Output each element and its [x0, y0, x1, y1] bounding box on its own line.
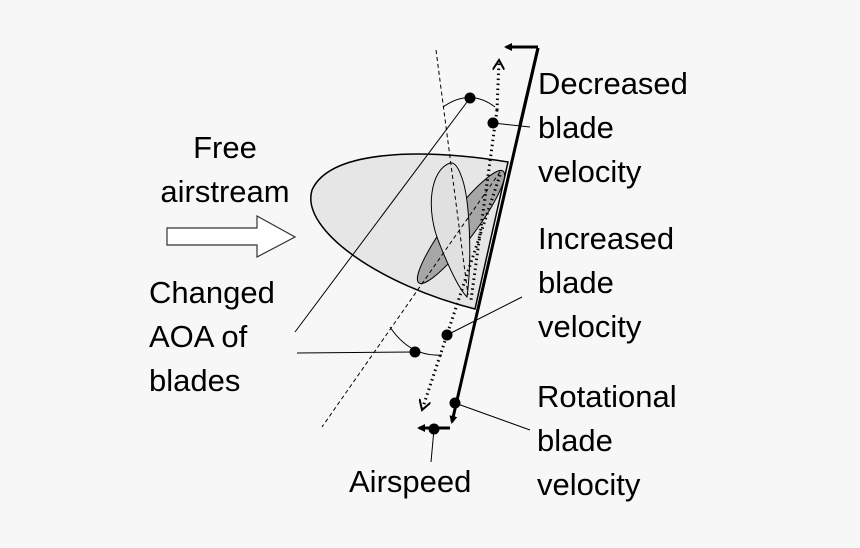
aoa-leader-top — [294, 97, 471, 333]
free-airstream-arrow — [166, 214, 297, 258]
chord-line-light — [435, 49, 469, 296]
blade-light — [430, 162, 471, 299]
label-changed-aoa: Changed AOA of blades — [140, 271, 310, 403]
spinner-shape — [310, 153, 509, 310]
decreased-velocity-line — [469, 109, 499, 301]
chord-line-dark — [321, 171, 501, 428]
label-airspeed: Airspeed — [349, 464, 472, 499]
label-line: blade — [538, 110, 614, 145]
dot-aoa-top — [464, 92, 476, 104]
label-free-airstream: Free airstream — [140, 126, 310, 214]
label-line: blade — [537, 423, 613, 458]
rotational-leader — [454, 402, 531, 431]
rotational-velocity-top — [518, 47, 540, 126]
label-line: velocity — [538, 154, 642, 189]
label-line: AOA of — [149, 319, 248, 354]
dot-decreased — [487, 117, 499, 129]
label-line: Decreased — [538, 66, 688, 101]
decreased-leader — [492, 122, 531, 128]
label-decreased-velocity: Decreased blade velocity — [538, 62, 688, 194]
dot-airspeed — [428, 423, 440, 435]
aoa-leader-bottom — [296, 351, 416, 354]
decreased-velocity-vector — [497, 60, 499, 111]
label-line: blades — [149, 363, 241, 398]
label-line: velocity — [538, 309, 642, 344]
dot-aoa-bottom — [409, 346, 421, 358]
label-line: Free — [193, 130, 257, 165]
label-line: Changed — [149, 275, 275, 310]
dot-rotational — [449, 397, 461, 409]
increased-leader — [446, 296, 523, 336]
label-line: Rotational — [537, 379, 677, 414]
increased-velocity-vector — [422, 174, 502, 410]
label-line: Increased — [538, 221, 675, 256]
dot-increased — [441, 329, 453, 341]
label-increased-velocity: Increased blade velocity — [538, 217, 674, 349]
label-line: airstream — [160, 174, 290, 209]
label-line: velocity — [537, 467, 641, 502]
label-rotational-velocity: Rotational blade velocity — [537, 375, 677, 507]
label-line: blade — [538, 265, 614, 300]
airspeed-leader — [430, 428, 435, 463]
